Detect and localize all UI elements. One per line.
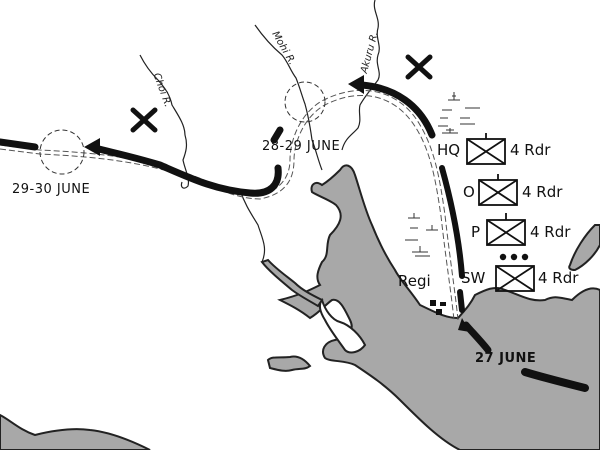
main-bay bbox=[277, 164, 600, 450]
small-stream bbox=[239, 189, 266, 263]
rivers bbox=[139, 0, 380, 263]
unit-size-p: 4 Rdr bbox=[530, 223, 571, 241]
date-label-28-29-june: 28-29 JUNE bbox=[262, 139, 341, 154]
road bbox=[0, 89, 459, 321]
date-label-27-june: 27 JUNE bbox=[475, 351, 537, 366]
village-symbol bbox=[430, 300, 446, 315]
route bbox=[0, 81, 589, 392]
arrowheads bbox=[84, 75, 470, 332]
right-lake bbox=[568, 224, 600, 272]
unit-label-sw: SW bbox=[461, 269, 486, 287]
left-inlet bbox=[266, 355, 312, 372]
marsh-symbols bbox=[405, 92, 480, 257]
regiment-dots bbox=[499, 253, 529, 261]
unit-size-sw: 4 Rdr bbox=[538, 269, 579, 287]
engagement-markers bbox=[130, 54, 433, 133]
unit-size-hq: 4 Rdr bbox=[510, 141, 551, 159]
unit-symbols bbox=[466, 133, 535, 292]
unit-size-o: 4 Rdr bbox=[522, 183, 563, 201]
objective-circles bbox=[39, 81, 326, 175]
akuru-river bbox=[341, 0, 380, 151]
mohi-river bbox=[254, 24, 323, 171]
south-water bbox=[0, 413, 151, 450]
unit-label-o: O bbox=[463, 183, 475, 201]
unit-label-hq: HQ bbox=[437, 141, 461, 159]
choi-river bbox=[139, 54, 190, 189]
unit-label-p: P bbox=[471, 223, 481, 241]
place-label-regi: Regi bbox=[398, 272, 431, 290]
water-bodies bbox=[0, 164, 600, 450]
date-label-29-30-june: 29-30 JUNE bbox=[12, 182, 91, 197]
